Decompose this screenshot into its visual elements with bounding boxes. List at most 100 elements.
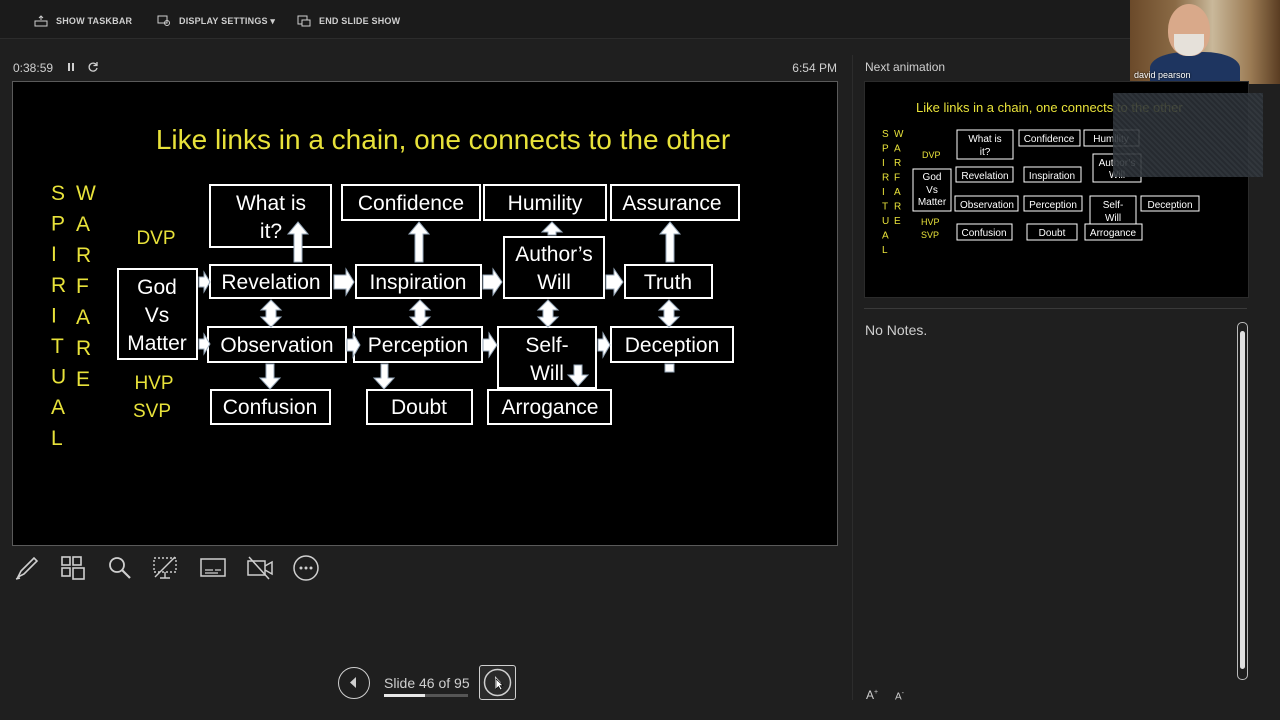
spiritual-letter: T: [51, 335, 64, 358]
dvp-label: DVP: [136, 228, 175, 249]
arrow-right-revelation: [333, 267, 355, 297]
arrogance-label: Arrogance: [502, 396, 599, 419]
pause-icon: [68, 63, 74, 71]
spiritual-letter: S: [51, 182, 65, 205]
box-what-is-it: [209, 184, 332, 248]
slide-progress-fill: [384, 694, 425, 697]
svg-text:Inspiration: Inspiration: [1029, 171, 1075, 182]
svg-text:What is: What is: [968, 134, 1001, 145]
pen-icon[interactable]: [12, 553, 42, 583]
assurance-label: Assurance: [622, 192, 721, 215]
svg-text:Deception: Deception: [1147, 200, 1192, 211]
svg-text:Perception: Perception: [1029, 200, 1077, 211]
show-taskbar-button[interactable]: SHOW TASKBAR: [34, 13, 132, 29]
restart-icon: [88, 62, 98, 72]
slide-counter[interactable]: Slide 46 of 95: [384, 675, 470, 691]
increase-font-button[interactable]: A+: [866, 688, 879, 702]
end-slide-show-label: END SLIDE SHOW: [319, 16, 401, 26]
restart-timer-button[interactable]: [87, 61, 99, 76]
svg-text:DVP: DVP: [922, 150, 941, 160]
display-settings-button[interactable]: DISPLAY SETTINGS ▾: [157, 13, 275, 29]
arrow-down-observation: [258, 363, 282, 390]
preview-spiritual-letter: S: [882, 129, 889, 140]
preview-spiritual-letter: T: [882, 202, 888, 213]
next-slide-button[interactable]: [479, 665, 516, 700]
warfare-letter: E: [76, 368, 90, 391]
camera-off-icon[interactable]: [245, 553, 275, 583]
spiritual-letter: L: [51, 427, 63, 450]
spiritual-letter: R: [51, 274, 66, 297]
svg-text:Confusion: Confusion: [961, 228, 1006, 239]
authors-label: Author’s: [515, 243, 592, 266]
previous-arrow-icon: [350, 677, 356, 688]
box-truth: [624, 264, 713, 299]
all-slides-icon[interactable]: [58, 553, 88, 583]
will-label: Will: [537, 271, 571, 294]
decrease-font-label: A: [895, 691, 902, 703]
arrow-right-perception: [482, 331, 498, 359]
next-arrow-icon: [483, 668, 512, 697]
spiritual-letter: A: [51, 396, 65, 419]
arrow-down-self-will: [566, 364, 590, 387]
svg-text:Will: Will: [1105, 213, 1121, 224]
svg-text:Humility: Humility: [1093, 134, 1129, 145]
doubt-label: Doubt: [391, 396, 447, 419]
svg-text:it?: it?: [980, 147, 991, 158]
it-label: it?: [260, 220, 282, 243]
elapsed-timer: 0:38:59: [13, 61, 54, 75]
more-options-icon[interactable]: [291, 553, 321, 583]
notes-scrollbar[interactable]: [1237, 322, 1248, 680]
zoom-icon[interactable]: [105, 553, 135, 583]
warfare-letter: F: [76, 275, 89, 298]
next-animation-label: Next animation: [865, 60, 946, 74]
pause-timer-button[interactable]: [66, 61, 76, 76]
black-screen-icon[interactable]: [151, 553, 181, 583]
arrow-right-self-will: [597, 331, 611, 359]
panel-divider: [852, 55, 853, 700]
deception-label: Deception: [625, 334, 720, 357]
spiritual-letter: U: [51, 366, 66, 389]
box-self-will: [497, 326, 597, 389]
warfare-letter: R: [76, 244, 91, 267]
warfare-letter: R: [76, 337, 91, 360]
arrow-right-authors-will: [605, 267, 624, 297]
end-slide-show-button[interactable]: END SLIDE SHOW: [297, 13, 400, 29]
preview-spiritual-letter: U: [882, 216, 889, 227]
humility-label: Humility: [508, 192, 583, 215]
matter-label: Matter: [127, 332, 187, 355]
previous-slide-button[interactable]: [338, 667, 370, 699]
preview-warfare-letter: F: [894, 173, 900, 184]
decrease-font-button[interactable]: A-: [895, 690, 905, 703]
hvp-label: HVP: [134, 373, 173, 394]
arrow-up-humility: [540, 221, 564, 236]
box-inspiration: [355, 264, 482, 299]
preview-spiritual-letter: P: [882, 144, 889, 155]
arrow-right-god-revelation: [198, 270, 211, 294]
notes-scrollbar-thumb[interactable]: [1240, 331, 1245, 669]
arrow-updown-truth: [657, 299, 681, 328]
preview-spiritual-letter: I: [882, 158, 885, 169]
increase-font-label: A: [866, 688, 875, 702]
self-will-label: Will: [530, 362, 564, 385]
arrow-updown-revelation: [259, 299, 283, 328]
box-doubt: [366, 389, 473, 425]
preview-spiritual-letter: I: [882, 187, 885, 198]
notes-separator: [864, 308, 1247, 309]
taskbar-icon: [34, 15, 48, 27]
arrow-up-assurance: [658, 221, 682, 263]
speaker-notes[interactable]: No Notes.: [865, 322, 928, 338]
subtitles-icon[interactable]: [198, 553, 228, 583]
current-slide[interactable]: Like links in a chain, one connects to t…: [12, 81, 838, 546]
preview-boxes: [912, 129, 1200, 241]
observation-label: Observation: [220, 334, 333, 357]
preview-spiritual-letter: L: [882, 245, 888, 256]
box-confidence: [341, 184, 481, 221]
preview-canvas: Like links in a chain, one connects to t…: [882, 100, 1200, 256]
svg-text:Doubt: Doubt: [1039, 228, 1066, 239]
what-is-label: What is: [236, 192, 306, 215]
box-arrogance: [487, 389, 612, 425]
